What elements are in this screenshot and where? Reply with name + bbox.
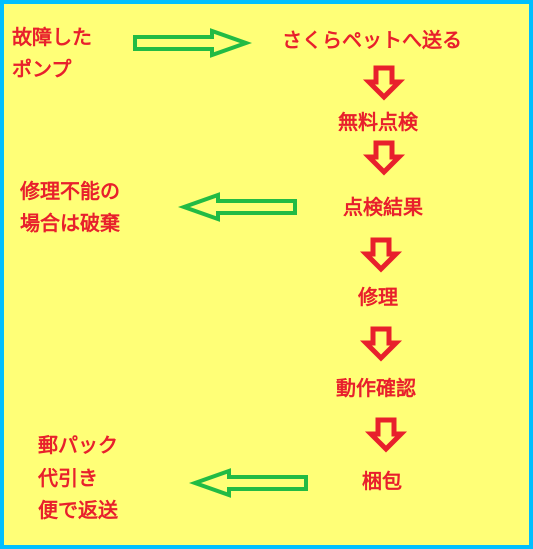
note-return-line3: 便で返送 [38, 498, 118, 522]
green-left-arrow-icon [177, 192, 297, 222]
red-down-arrow-icon [362, 65, 406, 101]
step-free-inspection: 無料点検 [338, 110, 418, 134]
red-down-arrow-icon [359, 326, 403, 362]
step-inspection-result: 点検結果 [343, 195, 423, 219]
red-down-arrow-icon [362, 140, 406, 176]
red-down-arrow-icon [359, 237, 403, 273]
green-left-arrow-icon [188, 468, 308, 498]
step-send-to-sakura-pet: さくらペットへ送る [282, 28, 462, 52]
step-repair: 修理 [358, 285, 398, 309]
note-return-line1: 郵パック [38, 433, 118, 457]
note-return-line2: 代引き [38, 466, 98, 490]
step-packing: 梱包 [362, 469, 402, 493]
note-unrepairable-line1: 修理不能の [20, 179, 120, 203]
note-broken-pump-line2: ポンプ [12, 57, 72, 81]
green-right-arrow-icon [133, 28, 253, 58]
red-down-arrow-icon [364, 417, 408, 453]
note-broken-pump-line1: 故障した [12, 25, 92, 49]
step-operation-check: 動作確認 [336, 376, 416, 400]
note-unrepairable-line2: 場合は破棄 [20, 211, 120, 235]
